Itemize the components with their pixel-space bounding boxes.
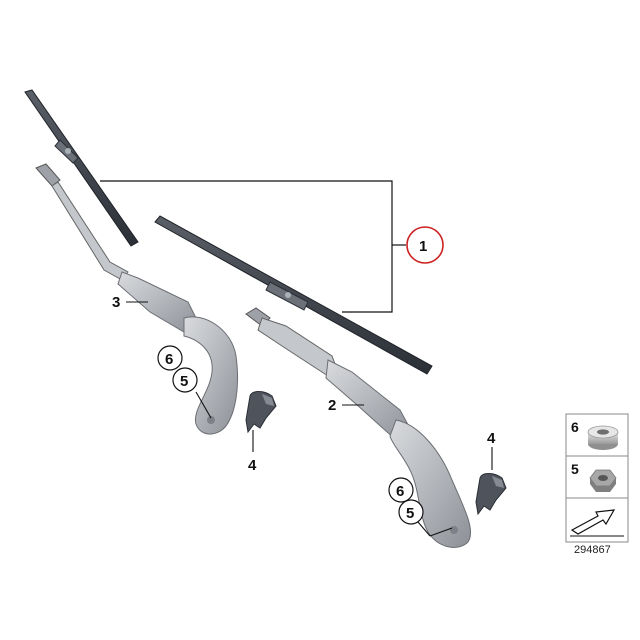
legend-nut-label: 5 [571, 461, 579, 477]
callout-6-left: 6 [157, 345, 183, 371]
callout-3-label: 3 [112, 294, 120, 311]
legend-item-washer: 6 [571, 419, 619, 450]
diagram-reference-number: 294867 [574, 544, 611, 556]
legend-washer-label: 6 [571, 419, 579, 435]
svg-text:6: 6 [396, 483, 404, 500]
callout-4-right-label: 4 [487, 430, 496, 447]
callout-5-right: 5 [398, 499, 424, 525]
hex-nut-icon [589, 469, 617, 492]
svg-text:6: 6 [165, 351, 173, 368]
callout-1-label: 1 [419, 238, 427, 255]
highlight-circle [406, 226, 444, 264]
svg-text:5: 5 [180, 373, 188, 390]
leader-lines [126, 301, 493, 537]
svg-text:5: 5 [406, 505, 414, 522]
wiper-arm-right [245, 307, 472, 548]
callout-4-left-label: 4 [248, 457, 257, 474]
callout-6-right: 6 [388, 477, 414, 503]
wiper-blade-right [154, 215, 433, 375]
parts-legend: 6 5 [565, 413, 629, 543]
wiper-blade-left [24, 89, 139, 247]
callout-1: 1 [406, 226, 444, 264]
callout-5-left: 5 [172, 367, 198, 393]
legend-item-nut: 5 [571, 461, 617, 492]
cover-cap-left [245, 391, 277, 434]
callout-2-label: 2 [328, 397, 336, 414]
washer-icon [587, 425, 619, 450]
wiper-arm-left [35, 163, 239, 435]
callout-bracket-1 [100, 180, 406, 313]
direction-arrow-icon [570, 509, 624, 537]
cover-cap-right [475, 473, 507, 516]
